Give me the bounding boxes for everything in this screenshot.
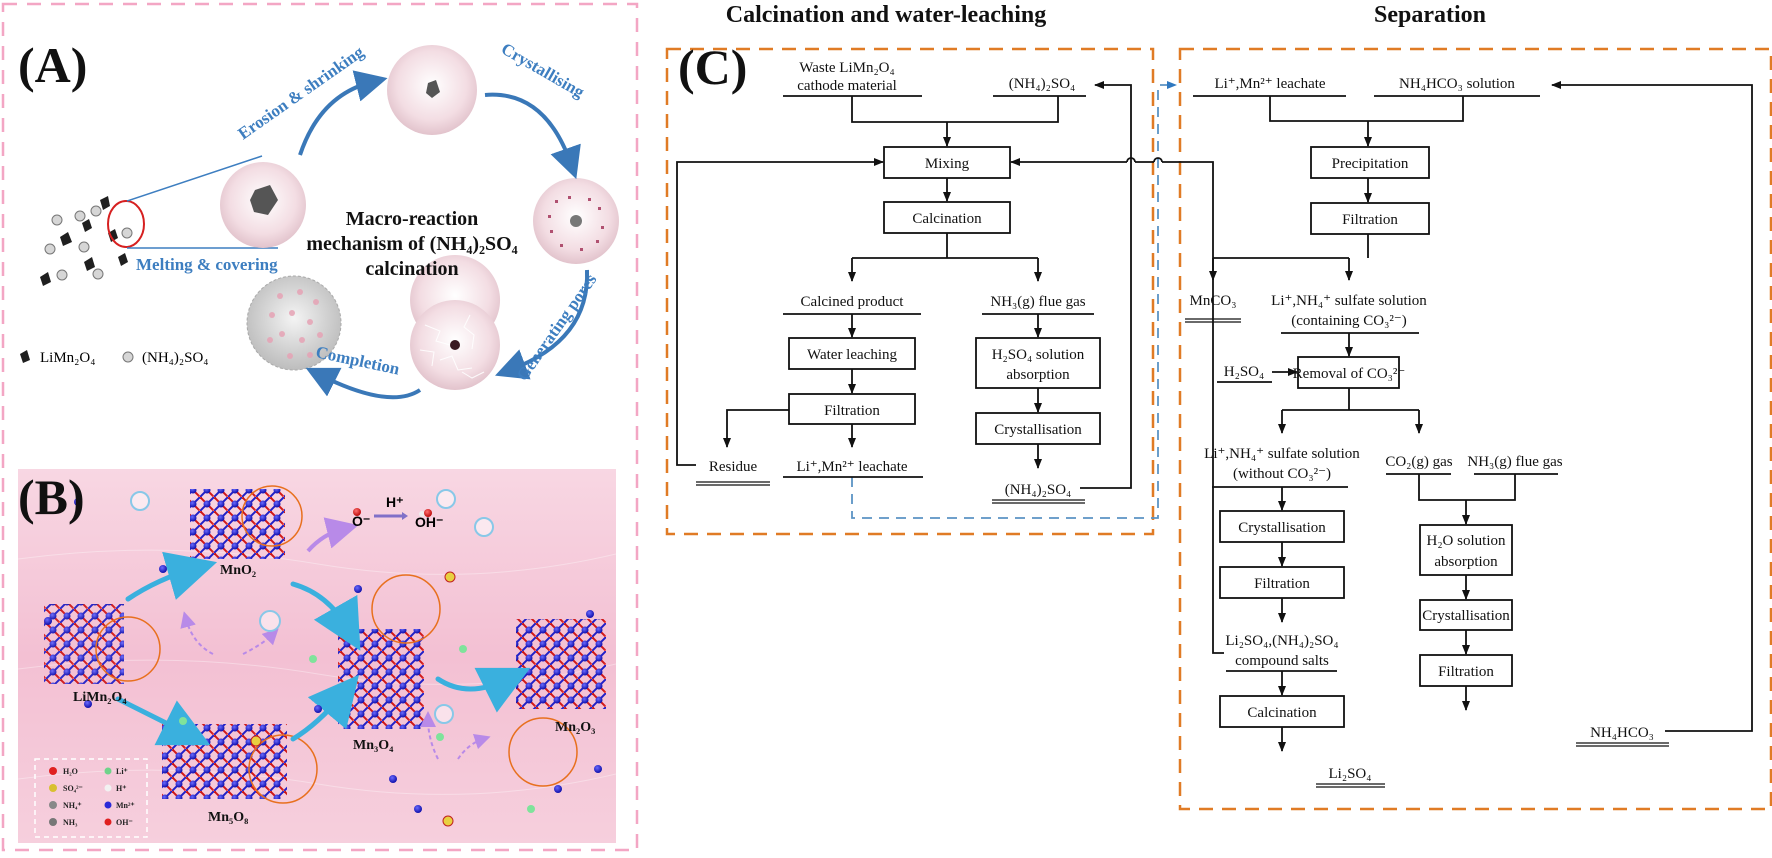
leachate-transfer-line [851, 81, 1177, 519]
compound-salts-line2: compound salts [1235, 653, 1329, 669]
output-leachate: Li⁺,Mn²⁺ leachate [796, 459, 907, 475]
legend-limn2o4: LiMn₂O₄ [40, 350, 95, 366]
panel-a-label: (A) [18, 37, 88, 93]
legend-li: Li⁺ [116, 767, 128, 776]
calcined-product: Calcined product [801, 294, 905, 310]
step-h2so4-absorption-line1: H₂SO₄ solution [992, 347, 1085, 363]
output-nh4hco3: NH₄HCO₃ [1590, 725, 1654, 741]
sphere-covered [220, 162, 306, 248]
legend-so4: SO₄²⁻ [63, 784, 83, 793]
output-ammonium-sulfate: (NH₄)₂SO₄ [1005, 482, 1072, 498]
step-crystallisation-left: Crystallisation [994, 422, 1082, 438]
step-h2o-absorption-line1: H₂O solution [1427, 533, 1506, 549]
legend-ammonium-sulfate: (NH₄)₂SO₄ [142, 350, 209, 366]
label-mn3o4: Mn₃O₄ [353, 738, 394, 753]
panel-a-title-line2: mechanism of (NH₄)₂SO₄ [306, 233, 517, 255]
panel-a-diagram: Erosion & shrinking Crystallising Meltin… [20, 39, 619, 400]
input-nh4hco3-solution: NH₄HCO₃ solution [1399, 76, 1515, 92]
section-title-separation: Separation [1373, 2, 1486, 28]
panel-a-title-line3: calcination [365, 258, 458, 280]
panel-c-label: (C) [678, 39, 748, 95]
panel-a-title: Macro-reaction mechanism of (NH₄)₂SO₄ ca… [306, 208, 517, 280]
sphere-porous-product [246, 275, 342, 371]
input-waste-limn2o4: Waste LiMn₂O₄ [799, 60, 895, 76]
sphere-shrinking [387, 45, 477, 135]
step-mixing: Mixing [925, 156, 970, 172]
legend-nh4: NH₄⁺ [63, 801, 82, 810]
step-filtration-2: Filtration [1254, 576, 1310, 592]
sphere-pores [410, 255, 501, 390]
reaction-right: OH⁻ [415, 514, 443, 530]
label-mn2o3: Mn₂O₃ [555, 720, 595, 735]
output-residue: Residue [709, 459, 758, 475]
crystal-cluster [40, 196, 145, 286]
co2-gas: CO₂(g) gas [1385, 454, 1452, 470]
input-ammonium-sulfate: (NH₄)₂SO₄ [1009, 76, 1076, 92]
section-border-separation [1178, 47, 1772, 811]
nh3-flue-gas: NH₃(g) flue gas [990, 294, 1085, 310]
input-cathode-material: cathode material [797, 78, 897, 94]
input-leachate: Li⁺,Mn²⁺ leachate [1214, 76, 1325, 92]
compound-salts-line1: Li₂SO₄,(NH₄)₂SO₄ [1225, 633, 1338, 649]
legend-h: H⁺ [116, 784, 126, 793]
ammonium-sulfate-legend-icon [122, 351, 134, 363]
panel-a-legend: LiMn₂O₄ (NH₄)₂SO₄ [20, 350, 209, 366]
reaction-catalyst: H⁺ [386, 494, 404, 510]
nh3-flue-gas-right: NH₃(g) flue gas [1467, 454, 1562, 470]
step-melting: Melting & covering [136, 255, 278, 274]
section-border-calcination [665, 47, 1155, 536]
output-mnco3: MnCO₃ [1190, 293, 1237, 309]
step-h2so4-absorption-line2: absorption [1006, 367, 1070, 383]
step-filtration-1: Filtration [1342, 212, 1398, 228]
step-h2o-absorption-line2: absorption [1434, 554, 1498, 570]
limn2o4-legend-icon [20, 350, 30, 363]
reaction-o-to-oh: O⁻ H⁺ OH⁻ [352, 494, 443, 530]
sulfate-containing-line1: Li⁺,NH₄⁺ sulfate solution [1271, 293, 1427, 309]
legend-oh: OH⁻ [116, 818, 133, 827]
step-crystallisation-1: Crystallisation [1238, 520, 1326, 536]
floating-ions [44, 489, 602, 827]
panel-ab-frame [1, 2, 639, 852]
label-mn5o8: Mn₅O₈ [208, 810, 248, 825]
step-water-leaching: Water leaching [807, 347, 897, 363]
sphere-crystallising [533, 178, 619, 264]
legend-mn: Mn²⁺ [116, 801, 135, 810]
step-filtration-3: Filtration [1438, 664, 1494, 680]
sulfate-without-line1: Li⁺,NH₄⁺ sulfate solution [1204, 446, 1360, 462]
legend-h2o: H₂O [63, 767, 78, 776]
crystal-limn2o4 [44, 604, 161, 684]
step-filtration-left: Filtration [824, 403, 880, 419]
section-title-calcination: Calcination and water-leaching [725, 2, 1047, 28]
label-limn2o4: LiMn₂O₄ [73, 690, 127, 705]
output-li2so4: Li₂SO₄ [1329, 766, 1372, 782]
step-crystallisation-2: Crystallisation [1422, 608, 1510, 624]
legend-nh3: NH₃ [63, 818, 78, 827]
panel-b-label: (B) [18, 469, 85, 525]
panel-b-legend: H₂O SO₄²⁻ NH₄⁺ NH₃ Li⁺ H⁺ Mn²⁺ OH⁻ [34, 758, 148, 838]
crystal-mno2 [190, 485, 303, 559]
step-calcination-right: Calcination [1247, 705, 1317, 721]
step-removal-co3: Removal of CO₃²⁻ [1293, 366, 1406, 382]
reaction-left: O⁻ [352, 513, 370, 529]
panel-a-title-line1: Macro-reaction [346, 208, 479, 230]
crystal-mn2o3 [508, 619, 606, 787]
sulfate-without-line2: (without CO₃²⁻) [1233, 466, 1331, 482]
step-precipitation: Precipitation [1332, 156, 1409, 172]
input-h2so4: H₂SO₄ [1224, 364, 1264, 380]
panel-b-illustration: O⁻ H⁺ OH⁻ LiMn₂O₄ MnO₂ Mn₅O₈ Mn₃O₄ [18, 469, 616, 843]
label-mno2: MnO₂ [220, 563, 256, 578]
sulfate-containing-line2: (containing CO₃²⁻) [1291, 313, 1407, 329]
step-calcination: Calcination [912, 211, 982, 227]
